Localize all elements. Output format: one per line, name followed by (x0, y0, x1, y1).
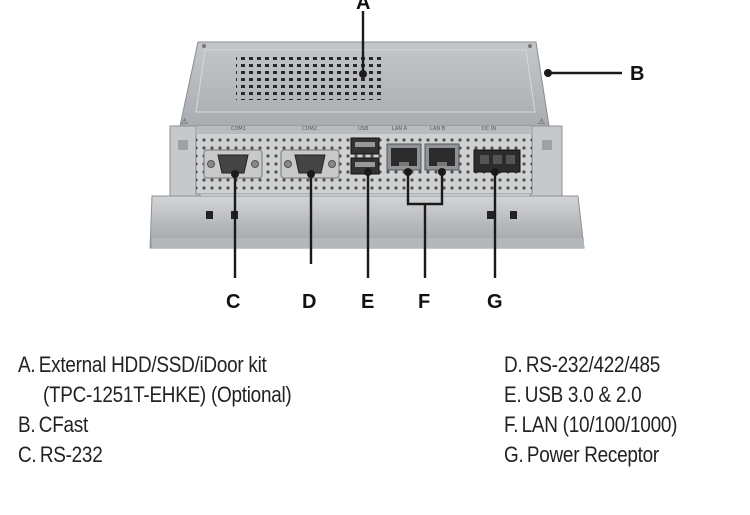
legend-text: USB 3.0 & 2.0 (524, 382, 642, 407)
legend-item: E. USB 3.0 & 2.0 (504, 380, 677, 410)
usb-ports (350, 137, 380, 175)
legend-item: D. RS-232/422/485 (504, 350, 677, 380)
svg-text:⚠: ⚠ (181, 117, 188, 126)
legend-item: A. External HDD/SSD/iDoor kit (18, 350, 291, 380)
callout-dot-c (231, 170, 239, 178)
legend-text: RS-232/422/485 (525, 352, 661, 377)
legend-item: C. RS-232 (18, 440, 291, 470)
right-bracket (529, 125, 563, 197)
legend-text: External HDD/SSD/iDoor kit (38, 352, 267, 377)
svg-text:⚠: ⚠ (538, 117, 545, 126)
legend-key: E. (504, 382, 522, 407)
left-bracket (169, 125, 201, 197)
legend-item: F. LAN (10/100/1000) (504, 410, 677, 440)
lan-b-port (424, 143, 460, 171)
legend-left: A. External HDD/SSD/iDoor kit (TPC-1251T… (18, 350, 292, 470)
usb-label: USB (358, 126, 369, 132)
lan-a-port (386, 143, 422, 171)
legend-item: G. Power Receptor (504, 440, 677, 470)
callout-label-f: F (418, 291, 430, 313)
callout-lines (233, 11, 622, 278)
lan-b-label: LAN B (430, 126, 446, 132)
callout-label-c: C (226, 291, 240, 313)
legend-key: D. (504, 352, 523, 377)
legend-text: CFast (38, 412, 88, 437)
legend-text: LAN (10/100/1000) (521, 412, 678, 437)
legend-text: (TPC-1251T-EHKE) (Optional) (42, 382, 292, 407)
legend-text: RS-232 (39, 442, 103, 467)
lan-a-label: LAN A (392, 126, 408, 132)
vent-grille (236, 54, 382, 100)
legend-item: B. CFast (18, 410, 291, 440)
com2-label: COM2 (302, 126, 317, 132)
legend-key: C. (18, 442, 37, 467)
com1-db9-port (203, 149, 263, 179)
com2-db9-port (280, 149, 340, 179)
callout-label-g: G (487, 291, 503, 313)
com1-label: COM1 (231, 126, 246, 132)
callout-dot-d (307, 170, 315, 178)
callout-dot-f2 (438, 168, 446, 176)
bezel-slot (510, 211, 517, 219)
chassis-top-cover: ⚠ ⚠ (179, 41, 550, 127)
bezel-slot (487, 211, 494, 219)
callout-dot-b (544, 69, 552, 77)
legend-right: D. RS-232/422/485 E. USB 3.0 & 2.0 F. LA… (504, 350, 677, 470)
power-receptor (473, 149, 521, 173)
callout-dot-g (491, 168, 499, 176)
dc-in-label: DC IN (482, 126, 496, 132)
bezel-slot (206, 211, 213, 219)
legend-text: Power Receptor (526, 442, 659, 467)
callout-label-a: A (356, 0, 370, 14)
callout-dot-a (359, 70, 367, 78)
callout-label-b: B (630, 63, 644, 85)
callout-dot-f1 (404, 168, 412, 176)
legend-key: B. (18, 412, 36, 437)
callout-label-e: E (361, 291, 374, 313)
legend-item-continuation: (TPC-1251T-EHKE) (Optional) (18, 380, 292, 410)
callout-label-d: D (302, 291, 316, 313)
callout-dot-e (364, 168, 372, 176)
legend-key: G. (504, 442, 524, 467)
legend-key: A. (18, 352, 36, 377)
legend-key: F. (504, 412, 519, 437)
